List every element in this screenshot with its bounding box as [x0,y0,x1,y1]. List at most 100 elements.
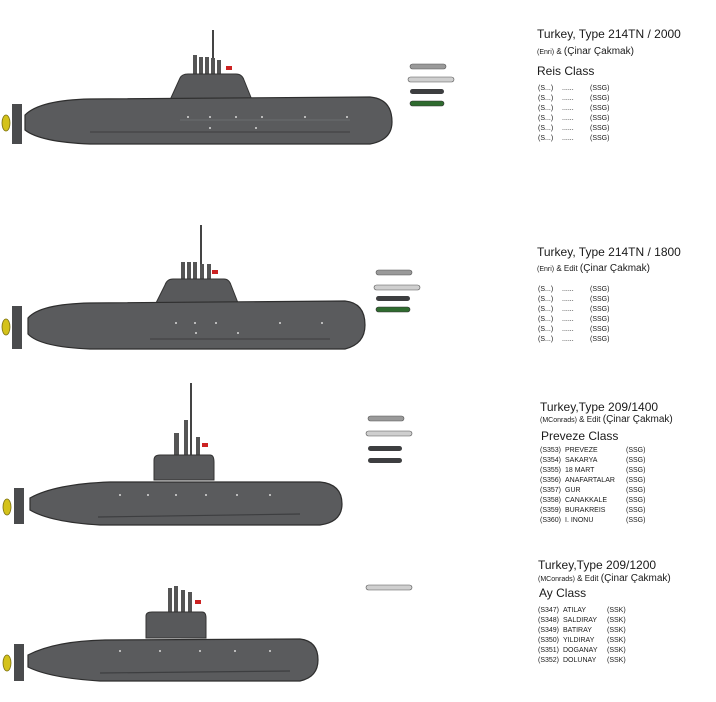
ship-name: ...... [562,326,574,333]
ship-role: (SSG) [590,105,610,112]
ship-role: (SSK) [607,627,626,634]
weapon-loadout-4 [365,584,413,591]
pennant-number: (S352) [538,657,560,664]
pennant-number: (S...) [538,336,554,343]
credit-joiner: & Edit [574,574,601,583]
pennant-number: (S...) [538,95,554,102]
pennant-number: (S358) [540,497,562,504]
ship-name: ...... [562,336,574,343]
ship-role: (SSG) [626,457,646,464]
pennant-number: (S...) [538,125,554,132]
pennant-number: (S349) [538,627,560,634]
weapon-loadout-1 [407,63,455,107]
ship-name: GUR [565,487,581,494]
ship-role: (SSG) [626,487,646,494]
credit-joiner: & [554,47,564,56]
pennant-number: (S...) [538,306,554,313]
ship-name: SAKARYA [565,457,598,464]
credit-joiner: & Edit [554,264,580,273]
credit-author: (MConrads) [540,417,577,424]
pennant-number: (S353) [540,447,562,454]
pennant-number: (S357) [540,487,562,494]
credit-editor: (Çinar Çakmak) [600,573,671,584]
ship-name: BATIRAY [563,627,592,634]
ship-name: ...... [562,316,574,323]
block-title: Turkey, Type 214TN / 2000 [537,27,681,41]
ship-role: (SSG) [590,125,610,132]
ship-role: (SSG) [590,306,610,313]
ship-name: ...... [562,306,574,313]
weapon-loadout-2 [373,269,421,313]
ship-name: ANAFARTALAR [565,477,615,484]
ship-name: SALDIRAY [563,617,598,624]
ship-role: (SSG) [590,85,610,92]
credit-editor: (Çinar Çakmak) [602,414,673,425]
ship-role: (SSG) [626,477,646,484]
ship-role: (SSG) [626,507,646,514]
ship-role: (SSG) [590,115,610,122]
pennant-number: (S356) [540,477,562,484]
credit-editor: (Çinar Çakmak) [579,263,650,274]
pennant-number: (S359) [540,507,562,514]
block-title: Turkey,Type 209/1400 [540,400,659,414]
ship-role: (SSK) [607,647,626,654]
ship-name: 18 MART [565,467,595,474]
ship-role: (SSK) [607,637,626,644]
ship-name: ...... [562,286,574,293]
weapon-loadout-3 [365,415,413,463]
pennant-number: (S347) [538,607,560,614]
ship-name: DOGANAY [563,647,598,654]
ship-role: (SSG) [590,135,610,142]
ship-name: ...... [562,296,574,303]
ship-role: (SSG) [590,316,610,323]
block-credit: (MConrads) & Edit (Çinar Çakmak) [538,573,671,584]
ship-role: (SSG) [626,467,646,474]
pennant-number: (S...) [538,115,554,122]
pennant-number: (S360) [540,517,562,524]
block-title: Turkey,Type 209/1200 [538,558,657,572]
ship-role: (SSG) [590,286,610,293]
ship-role: (SSG) [590,326,610,333]
ship-role: (SSG) [590,95,610,102]
pennant-number: (S...) [538,135,554,142]
ship-role: (SSK) [607,607,626,614]
pennant-number: (S...) [538,85,554,92]
ship-name: CANAKKALE [565,497,608,504]
ship-role: (SSG) [590,336,610,343]
ship-name: DOLUNAY [563,657,597,664]
credit-author: (MConrads) [538,576,575,583]
class-name: Preveze Class [541,429,619,443]
block-credit: (Enri) & (Çinar Çakmak) [537,46,634,57]
ship-name: ...... [562,85,574,92]
ship-name: ...... [562,115,574,122]
credit-editor: (Çinar Çakmak) [563,46,634,57]
pennant-number: (S350) [538,637,560,644]
ship-name: PREVEZE [565,447,598,454]
ship-name: ...... [562,105,574,112]
block-credit: (Enri) & Edit (Çinar Çakmak) [537,263,650,274]
pennant-number: (S...) [538,326,554,333]
ship-name: ...... [562,125,574,132]
credit-joiner: & Edit [576,415,603,424]
class-name: Ay Class [539,586,587,600]
pennant-number: (S354) [540,457,562,464]
pennant-number: (S355) [540,467,562,474]
block-credit: (MConrads) & Edit (Çinar Çakmak) [540,414,673,425]
ship-role: (SSG) [626,517,646,524]
pennant-number: (S...) [538,316,554,323]
block-title: Turkey, Type 214TN / 1800 [537,245,681,259]
submarine-type-209-1400 [2,383,343,526]
ship-name: ATILAY [563,607,587,614]
ship-role: (SSG) [626,447,646,454]
pennant-number: (S...) [538,105,554,112]
submarine-type-214tn-1800 [1,225,366,350]
ship-name: ...... [562,135,574,142]
credit-author: (Enri) [537,266,555,273]
ship-role: (SSK) [607,617,626,624]
pennant-number: (S348) [538,617,560,624]
ship-role: (SSK) [607,657,626,664]
pennant-number: (S351) [538,647,560,654]
ship-name: ...... [562,95,574,102]
class-name: Reis Class [537,64,595,78]
